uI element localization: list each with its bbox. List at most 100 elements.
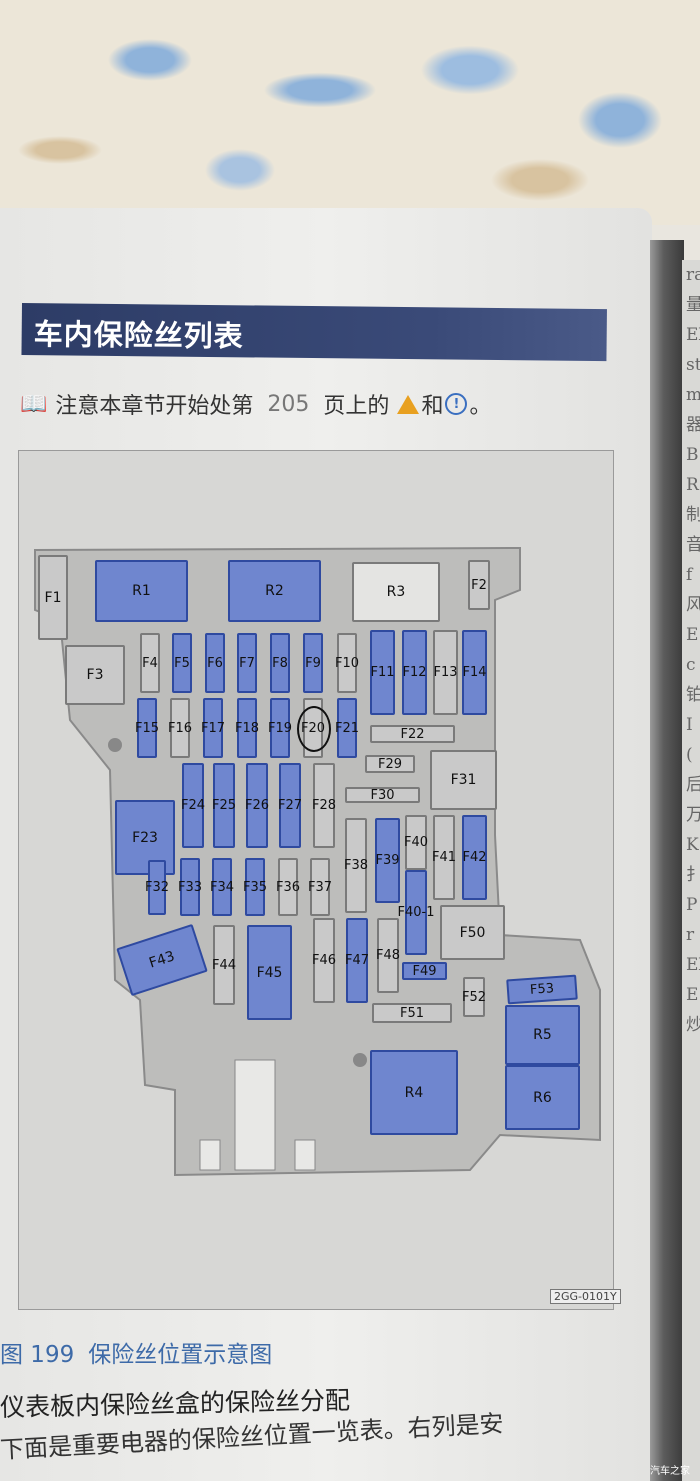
next-page-fragment: 音 bbox=[686, 535, 700, 555]
relay-R1[interactable]: R1 bbox=[95, 560, 188, 622]
note-page-number[interactable]: 205 bbox=[267, 391, 310, 417]
next-page-fragment: 铂 bbox=[686, 685, 700, 705]
fuse-F1[interactable]: F1 bbox=[38, 555, 68, 640]
fuse-F44[interactable]: F44 bbox=[212, 925, 236, 1005]
next-page-fragment: r bbox=[686, 925, 695, 945]
fuse-F48[interactable]: F48 bbox=[376, 918, 400, 993]
next-page-fragment: st bbox=[686, 355, 700, 375]
next-page-fragment: P bbox=[686, 895, 698, 915]
fuse-F9[interactable]: F9 bbox=[303, 633, 323, 693]
next-page-edge: ra量Elstm器BR制音f风Ec铂I(后万K扌PrElE炒 bbox=[682, 260, 700, 1481]
fuse-F18[interactable]: F18 bbox=[235, 698, 259, 758]
fuse-F14[interactable]: F14 bbox=[462, 630, 487, 715]
book-icon: 📖 bbox=[20, 391, 48, 417]
relay-R6[interactable]: R6 bbox=[505, 1065, 580, 1130]
next-page-fragment: c bbox=[686, 655, 696, 675]
fuse-F40-1[interactable]: F40-1 bbox=[398, 870, 435, 955]
next-page-fragment: ( bbox=[686, 745, 693, 765]
fuse-F3[interactable]: F3 bbox=[65, 645, 125, 705]
relay-R2[interactable]: R2 bbox=[228, 560, 321, 622]
next-page-fragment: B bbox=[686, 445, 699, 465]
figure-code: 2GG-0101Y bbox=[550, 1289, 621, 1304]
fuse-F8[interactable]: F8 bbox=[270, 633, 290, 693]
fuse-F34[interactable]: F34 bbox=[210, 858, 234, 916]
fuse-F10[interactable]: F10 bbox=[335, 633, 359, 693]
fuse-F11[interactable]: F11 bbox=[370, 630, 395, 715]
fuse-F53[interactable]: F53 bbox=[506, 974, 578, 1005]
next-page-fragment: ra bbox=[686, 265, 700, 285]
relay-R3[interactable]: R3 bbox=[352, 562, 440, 622]
next-page-fragment: 器 bbox=[686, 415, 700, 435]
figure-number: 图 199 bbox=[0, 1342, 75, 1368]
fabric-background bbox=[0, 0, 700, 225]
fuse-F41[interactable]: F41 bbox=[432, 815, 456, 900]
next-page-fragment: R bbox=[686, 475, 699, 495]
fuse-F4[interactable]: F4 bbox=[140, 633, 160, 693]
next-page-fragment: 制 bbox=[686, 505, 700, 525]
next-page-fragment: 量 bbox=[686, 295, 700, 315]
relay-R5[interactable]: R5 bbox=[505, 1005, 580, 1065]
next-page-fragment: f bbox=[686, 565, 693, 585]
info-icon: ! bbox=[445, 393, 468, 415]
hand-drawn-circle-mark bbox=[297, 706, 331, 752]
fuse-F2[interactable]: F2 bbox=[468, 560, 490, 610]
next-page-fragment: E bbox=[686, 985, 699, 1005]
fuse-F45[interactable]: F45 bbox=[247, 925, 292, 1020]
fuse-F19[interactable]: F19 bbox=[268, 698, 292, 758]
fuse-F32[interactable]: F32 bbox=[145, 860, 169, 915]
fuse-F35[interactable]: F35 bbox=[243, 858, 267, 916]
next-page-fragment: I bbox=[686, 715, 693, 735]
fuse-F29[interactable]: F29 bbox=[365, 755, 415, 773]
fuse-F13[interactable]: F13 bbox=[433, 630, 458, 715]
figure-caption-text: 保险丝位置示意图 bbox=[88, 1342, 273, 1368]
note-line: 📖 注意本章节开始处第 205 页上的 和!。 bbox=[20, 388, 491, 420]
next-page-fragment: E bbox=[686, 625, 699, 645]
fuse-F27[interactable]: F27 bbox=[278, 763, 302, 848]
fuse-F49[interactable]: F49 bbox=[402, 962, 447, 980]
fuse-F15[interactable]: F15 bbox=[135, 698, 159, 758]
fuse-F33[interactable]: F33 bbox=[178, 858, 202, 916]
next-page-fragment: 万 bbox=[686, 805, 700, 825]
next-page-fragment: m bbox=[686, 385, 700, 405]
fuse-F7[interactable]: F7 bbox=[237, 633, 257, 693]
warning-icon bbox=[397, 394, 420, 414]
fuse-F50[interactable]: F50 bbox=[440, 905, 505, 960]
fuse-F24[interactable]: F24 bbox=[181, 763, 205, 848]
fuse-F12[interactable]: F12 bbox=[402, 630, 427, 715]
figure-caption: 图 199 保险丝位置示意图 bbox=[0, 1335, 272, 1369]
next-page-fragment: El bbox=[686, 955, 700, 975]
fuse-F25[interactable]: F25 bbox=[212, 763, 236, 848]
fuse-F31[interactable]: F31 bbox=[430, 750, 497, 810]
note-and: 和 bbox=[421, 394, 444, 419]
fuse-F28[interactable]: F28 bbox=[312, 763, 336, 848]
next-page-fragment: El bbox=[686, 325, 700, 345]
fuse-F30[interactable]: F30 bbox=[345, 787, 420, 803]
relay-R4[interactable]: R4 bbox=[370, 1050, 458, 1135]
note-end: 。 bbox=[469, 394, 492, 419]
fuse-F16[interactable]: F16 bbox=[168, 698, 192, 758]
fuse-F26[interactable]: F26 bbox=[245, 763, 269, 848]
fuse-F51[interactable]: F51 bbox=[372, 1003, 452, 1023]
fuse-F40[interactable]: F40 bbox=[404, 815, 428, 870]
fuse-F21[interactable]: F21 bbox=[335, 698, 359, 758]
next-page-fragment: 后 bbox=[686, 775, 700, 795]
fuse-F6[interactable]: F6 bbox=[205, 633, 225, 693]
fuse-F47[interactable]: F47 bbox=[345, 918, 369, 1003]
fuse-F36[interactable]: F36 bbox=[276, 858, 300, 916]
watermark: 汽车之家 bbox=[650, 1466, 690, 1477]
book-gutter bbox=[650, 240, 684, 1481]
fuse-F5[interactable]: F5 bbox=[172, 633, 192, 693]
fuse-F38[interactable]: F38 bbox=[344, 818, 368, 913]
note-prefix: 注意本章节开始处第 bbox=[55, 394, 254, 419]
fuse-F17[interactable]: F17 bbox=[201, 698, 225, 758]
fuse-F37[interactable]: F37 bbox=[308, 858, 332, 916]
fuse-F46[interactable]: F46 bbox=[312, 918, 336, 1003]
next-page-fragment: 风 bbox=[686, 595, 700, 615]
next-page-fragment: K bbox=[686, 835, 699, 855]
fuse-F52[interactable]: F52 bbox=[462, 977, 486, 1017]
fuse-F39[interactable]: F39 bbox=[375, 818, 400, 903]
fuse-F42[interactable]: F42 bbox=[462, 815, 487, 900]
next-page-fragment: 炒 bbox=[686, 1015, 700, 1035]
fuse-F23[interactable]: F23 bbox=[115, 800, 175, 875]
fuse-F22[interactable]: F22 bbox=[370, 725, 455, 743]
